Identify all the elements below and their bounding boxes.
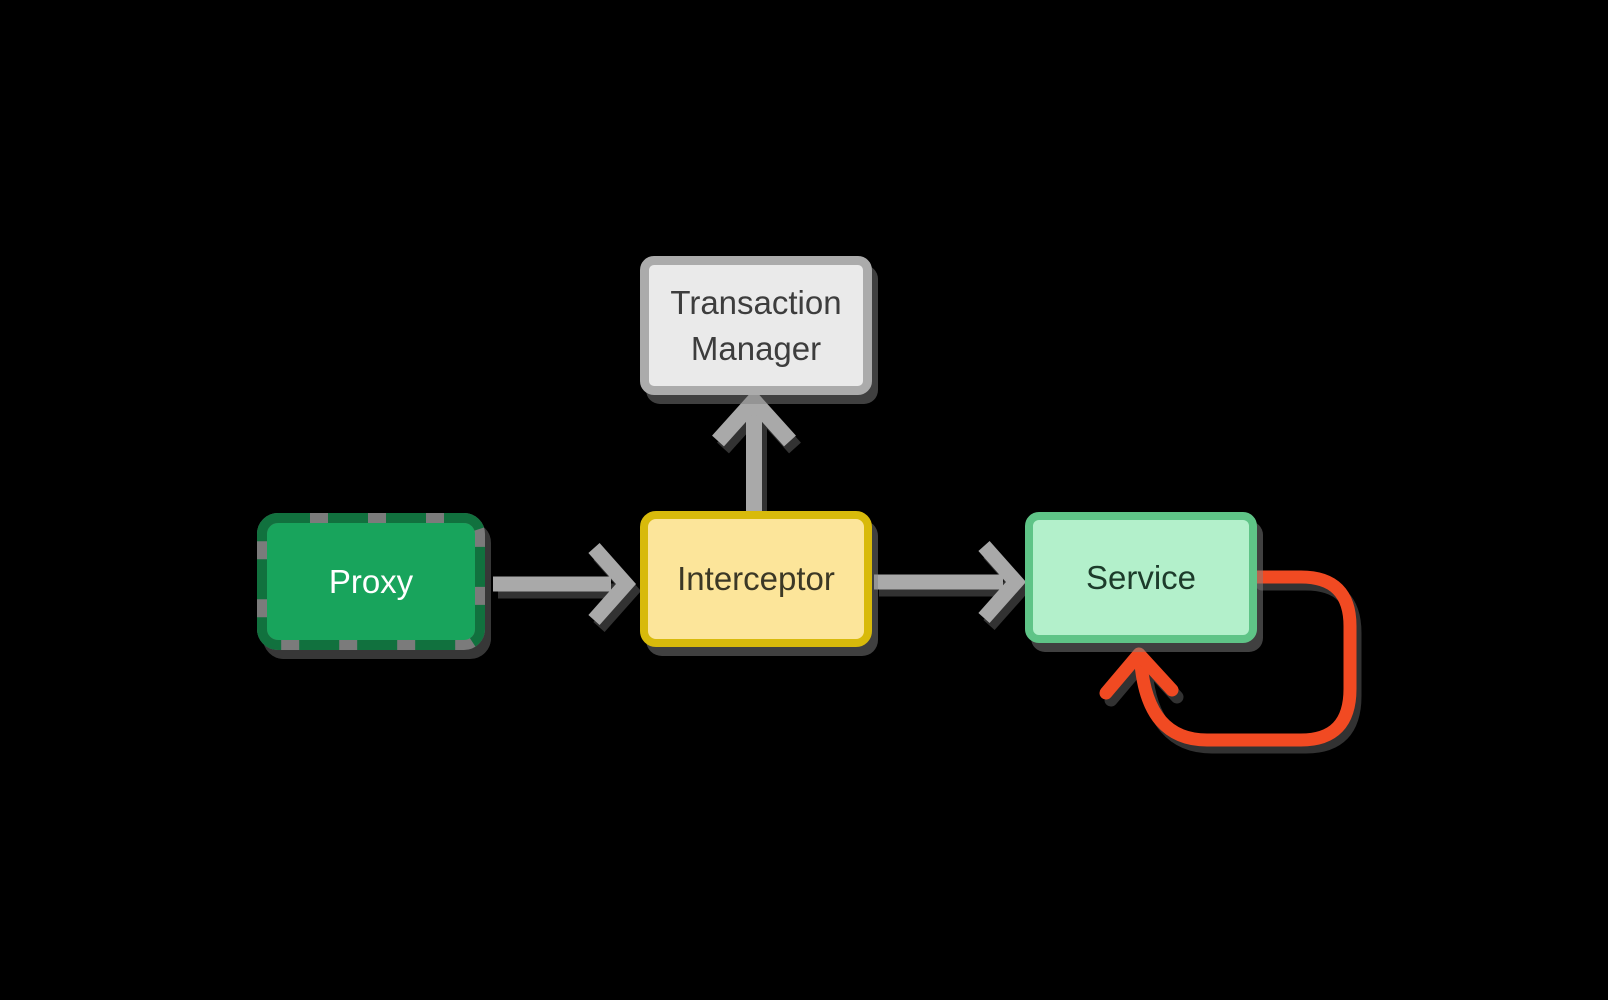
node-label: Proxy: [328, 562, 414, 600]
arrowhead-chevron-icon: [978, 541, 1027, 623]
arrow-proxy-to-interceptor: [493, 543, 637, 625]
proxy-dashed-border: [257, 513, 485, 650]
self-loop-service: [1099, 570, 1357, 747]
arrowhead-chevron-icon: [588, 543, 637, 625]
node-service: Service: [1025, 512, 1257, 643]
node-label-line: Manager: [690, 329, 822, 367]
node-proxy: Proxy: [257, 513, 485, 650]
node-transaction-manager: Transaction Manager: [640, 256, 872, 395]
arrow-interceptor-to-service: [874, 541, 1027, 623]
loop-path: [1133, 570, 1357, 747]
arrowhead-chevron-icon: [712, 389, 796, 447]
node-label: Service: [1085, 558, 1197, 596]
node-interceptor: Interceptor: [640, 511, 872, 647]
node-label-line: Transaction: [670, 283, 842, 321]
arrowhead-chevron-icon: [1099, 647, 1179, 700]
arrow-interceptor-to-transaction-manager: [712, 389, 796, 513]
node-label: Interceptor: [677, 560, 835, 597]
